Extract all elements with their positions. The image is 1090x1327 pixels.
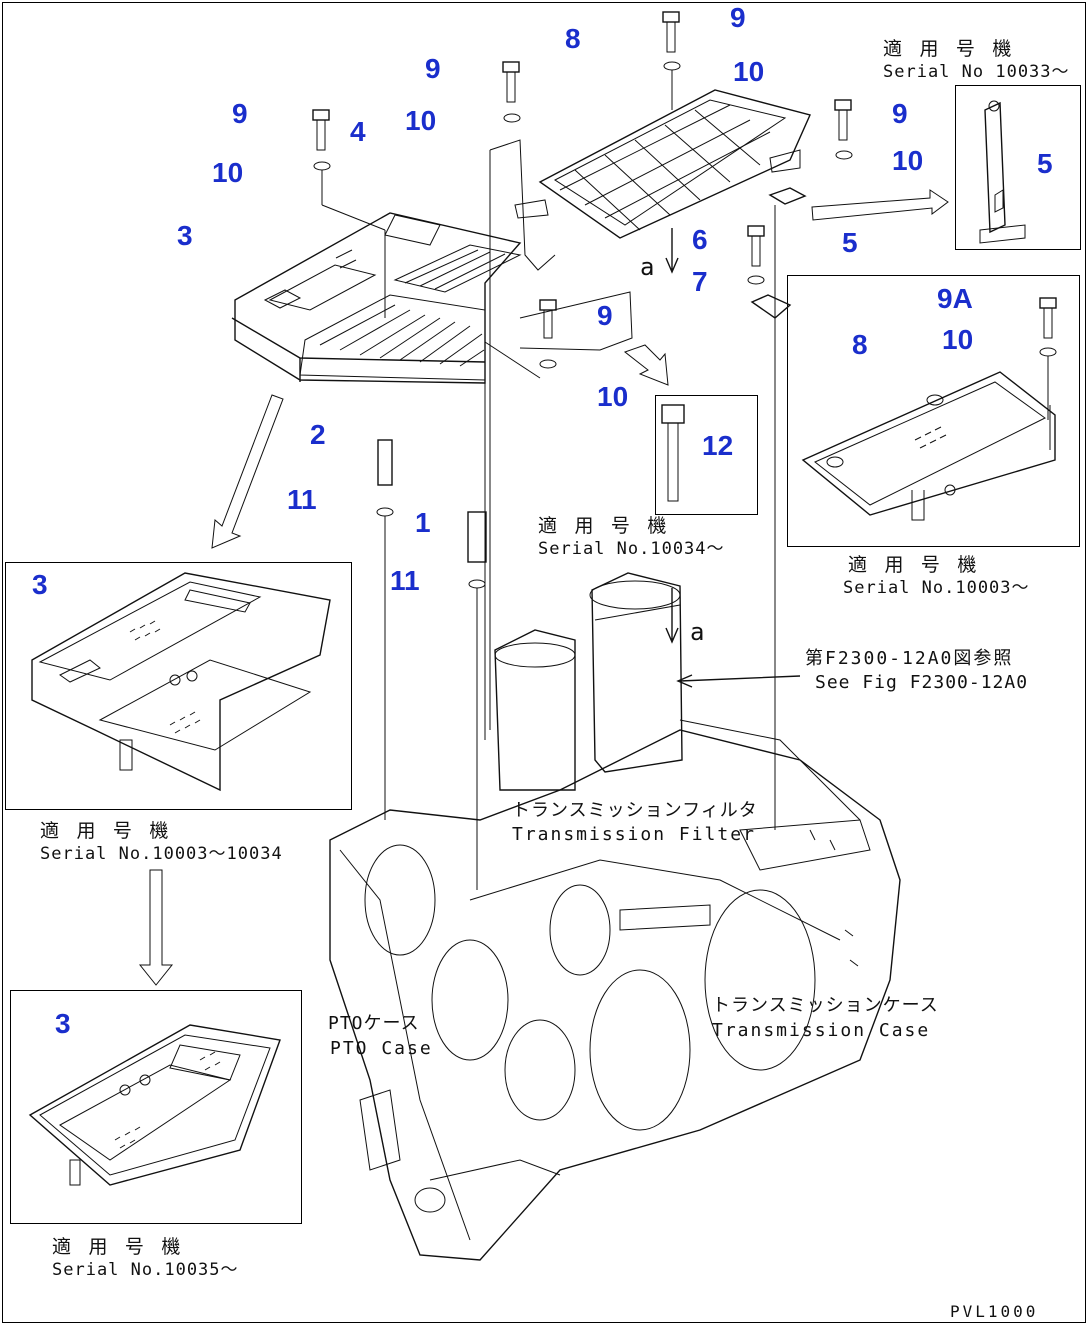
inset-box-bracket-5 bbox=[955, 85, 1081, 250]
direction-arrows bbox=[138, 189, 949, 986]
callout-10: 10 bbox=[212, 157, 244, 188]
fasteners bbox=[312, 11, 1057, 890]
callout-10: 10 bbox=[733, 56, 765, 87]
callout-3: 3 bbox=[32, 569, 48, 600]
transmission-case-drawing bbox=[329, 719, 901, 1261]
bracket-5 bbox=[750, 100, 1026, 320]
label-pto-jp: PTOケース bbox=[328, 1013, 420, 1034]
callout-9: 9 bbox=[892, 98, 908, 129]
callout-9: 9 bbox=[597, 300, 613, 331]
serial-note-range-en: Serial No.10003～10034 bbox=[40, 844, 283, 864]
callout-11: 11 bbox=[287, 484, 317, 515]
label-tcase-jp: トランスミッションケース bbox=[712, 995, 939, 1016]
view-marker-a-filter: a bbox=[690, 618, 708, 646]
callout-9: 9 bbox=[730, 2, 746, 33]
callout-10: 10 bbox=[405, 105, 437, 136]
label-filter-jp: トランスミッションフィルタ bbox=[512, 800, 758, 821]
callout-10: 10 bbox=[942, 324, 974, 355]
serial-note-10035-jp: 適 用 号 機 bbox=[52, 1236, 184, 1258]
callout-8: 8 bbox=[565, 23, 581, 54]
callout-1: 1 bbox=[415, 507, 431, 538]
callout-9: 9 bbox=[425, 53, 441, 84]
callout-4: 4 bbox=[350, 116, 366, 147]
callout-12: 12 bbox=[702, 430, 734, 461]
callout-9A: 9A bbox=[937, 283, 973, 314]
serial-note-10034-en: Serial No.10034～ bbox=[538, 539, 725, 559]
label-pto-en: PTO Case bbox=[330, 1038, 433, 1059]
inset-box-cover-3-early bbox=[5, 562, 352, 810]
callout-2: 2 bbox=[310, 419, 326, 450]
serial-note-10003-jp: 適 用 号 機 bbox=[848, 554, 980, 576]
label-filter-en: Transmission Filter bbox=[512, 824, 756, 845]
cover-8-top bbox=[514, 89, 811, 239]
callout-9: 9 bbox=[232, 98, 248, 129]
callout-10: 10 bbox=[597, 381, 629, 412]
serial-note-10033-jp: 適 用 号 機 bbox=[883, 38, 1015, 60]
inset-box-cover-3-late bbox=[10, 990, 302, 1224]
serial-note-10034-jp: 適 用 号 機 bbox=[538, 515, 670, 537]
callout-11: 11 bbox=[390, 565, 420, 596]
callout-5: 5 bbox=[1037, 148, 1053, 179]
inset-box-cover-8 bbox=[787, 275, 1080, 547]
callout-10: 10 bbox=[892, 145, 924, 176]
callout-7: 7 bbox=[692, 266, 708, 297]
label-tcase-en: Transmission Case bbox=[712, 1020, 931, 1041]
callout-3: 3 bbox=[177, 220, 193, 251]
cover-3-inset-late bbox=[28, 1024, 281, 1186]
view-marker-a-top: a bbox=[640, 253, 658, 281]
callout-6: 6 bbox=[692, 224, 708, 255]
serial-note-10003-en: Serial No.10003～ bbox=[843, 578, 1030, 598]
drawing-id: PVL1000 bbox=[950, 1302, 1039, 1321]
transmission-filter-drawing bbox=[494, 572, 683, 791]
cover-3-inset-early bbox=[31, 572, 331, 792]
callout-3: 3 bbox=[55, 1008, 71, 1039]
cover-assembly-3-4 bbox=[231, 212, 522, 384]
cover-8-inset-drawing bbox=[801, 371, 1056, 521]
ref-fig-jp: 第F2300-12A0図参照 bbox=[805, 648, 1014, 669]
callout-8: 8 bbox=[852, 329, 868, 360]
callout-5: 5 bbox=[842, 227, 858, 258]
serial-note-10033-en: Serial No 10033～ bbox=[883, 62, 1070, 82]
serial-note-range-jp: 適 用 号 機 bbox=[40, 820, 172, 842]
ref-fig-en: See Fig F2300-12A0 bbox=[815, 672, 1029, 693]
serial-note-10035-en: Serial No.10035～ bbox=[52, 1260, 239, 1280]
inset-box-bolt-12 bbox=[655, 395, 758, 515]
